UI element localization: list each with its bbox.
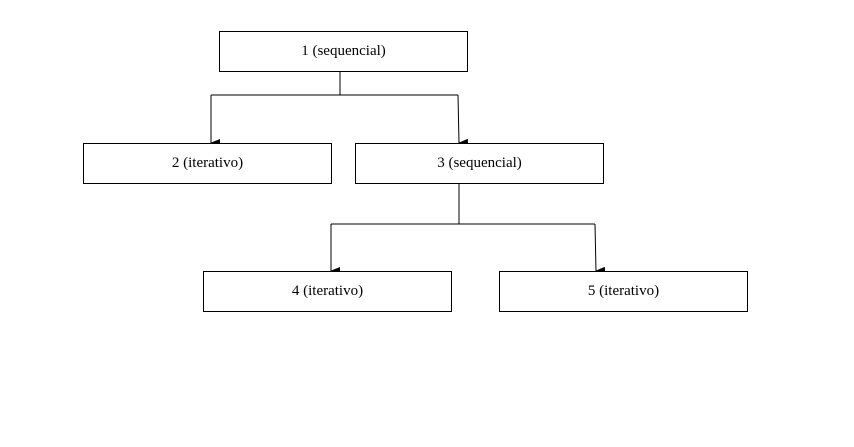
node-1-box: 1 (sequencial) [219,31,468,72]
node-4-label: 4 (iterativo) [291,283,364,299]
arrow-to-node-5 [594,223,606,275]
node-1-label: 1 (sequencial) [301,43,386,59]
node-5-box: 5 (iterativo) [499,271,748,312]
node-5-label: 5 (iterativo) [587,283,660,299]
node-3-label: 3 (sequencial) [437,155,522,171]
node-2-label: 2 (iterativo) [171,155,244,171]
node-2-box: 2 (iterativo) [83,143,332,184]
arrow-to-node-3 [457,94,469,147]
connector-3-to-children [330,184,606,275]
node-4-box: 4 (iterativo) [203,271,452,312]
connector-1-to-children [210,72,469,147]
node-3-box: 3 (sequencial) [355,143,604,184]
